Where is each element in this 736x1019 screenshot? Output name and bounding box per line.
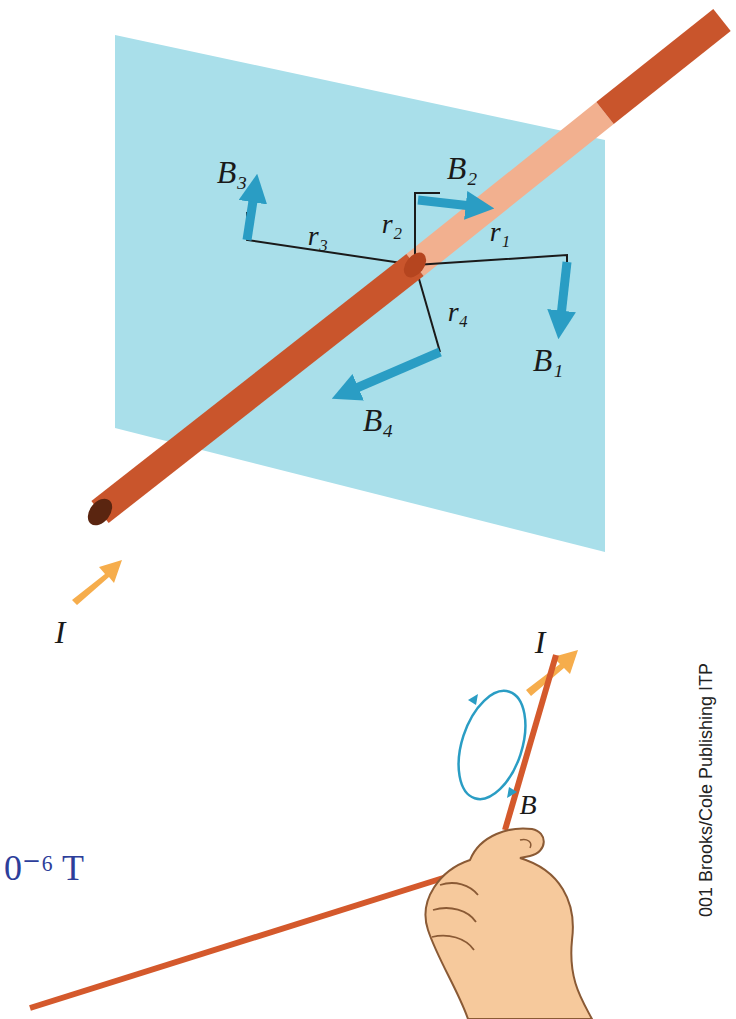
current-arrow (72, 560, 578, 696)
field-label: B (519, 791, 536, 819)
field-loop (446, 682, 538, 807)
right-hand (426, 828, 592, 1019)
loop-arrow (507, 787, 517, 798)
current-label: I (535, 626, 546, 658)
radius-label: r₄ (448, 298, 469, 326)
copyright-watermark: 001 Brooks/Cole Publishing ITP (697, 663, 715, 917)
wire (605, 20, 722, 113)
field-label: B₄ (363, 404, 394, 436)
wire (30, 868, 475, 1008)
wire (100, 265, 415, 512)
field-label: B₃ (217, 156, 248, 188)
field-label: B₁ (533, 344, 564, 376)
wire-behind (415, 113, 605, 265)
wire-end (83, 494, 117, 530)
wire (505, 655, 556, 830)
current-label: I (55, 616, 66, 648)
wire-cut (399, 248, 430, 281)
radius-lines (247, 193, 567, 352)
loop-arrow (468, 694, 478, 705)
radius-label: r₂ (382, 210, 403, 238)
radius-label: r₁ (490, 218, 511, 246)
field-label: B₂ (447, 152, 478, 184)
formula-fragment: 0⁻⁶ T (4, 850, 84, 886)
radius-label: r₃ (308, 222, 329, 250)
